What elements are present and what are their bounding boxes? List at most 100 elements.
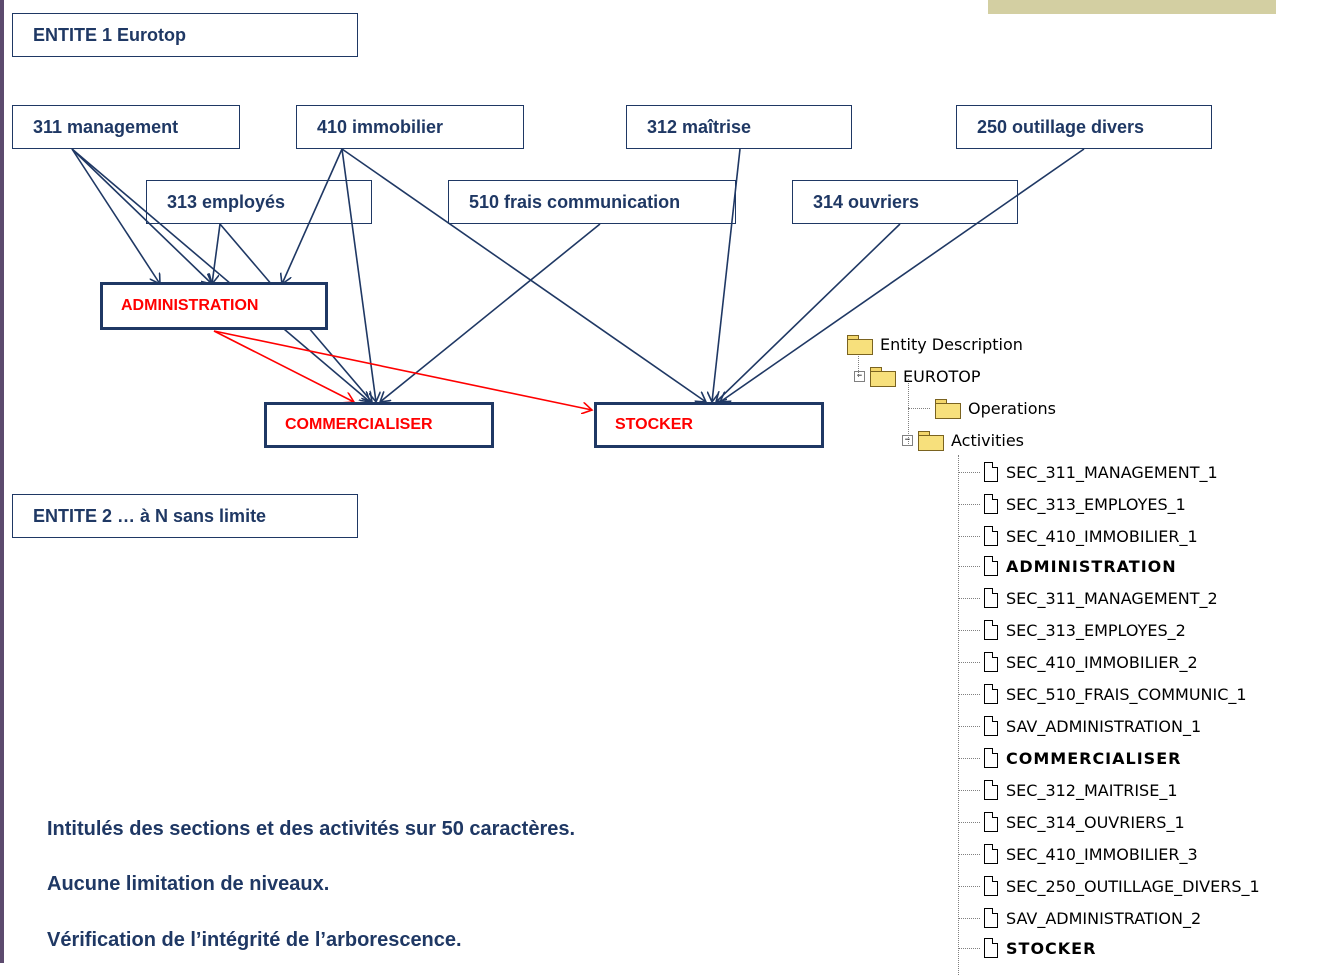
tree-item-label: SEC_313_EMPLOYES_2 [1006, 620, 1186, 640]
tree-item[interactable]: SEC_410_IMMOBILIER_2 [958, 647, 1198, 677]
tree-item-label: SAV_ADMINISTRATION_1 [1006, 716, 1202, 736]
tree-item[interactable]: SEC_314_OUVRIERS_1 [958, 807, 1185, 837]
tree-item[interactable]: SAV_ADMINISTRATION_1 [958, 711, 1201, 741]
note-labels: Intitulés des sections et des activités … [47, 818, 576, 840]
tree-item-label: ADMINISTRATION [1006, 556, 1177, 576]
section-313-box: 313 employés [146, 180, 372, 224]
tree-connector [958, 565, 980, 567]
collapse-icon[interactable]: − [854, 370, 865, 382]
tree-node-label: Entity Description [880, 334, 1023, 354]
document-icon [984, 462, 998, 482]
tree-item-label: SEC_410_IMMOBILIER_2 [1006, 652, 1198, 672]
section-314-box: 314 ouvriers [792, 180, 1018, 224]
tree-connector [958, 661, 980, 663]
document-icon [984, 556, 998, 576]
corner-decoration [988, 0, 1276, 14]
tree-item[interactable]: SAV_ADMINISTRATION_2 [958, 903, 1201, 933]
tree-connector [958, 757, 980, 759]
tree-item[interactable]: SEC_313_EMPLOYES_2 [958, 615, 1186, 645]
document-icon [984, 812, 998, 832]
tree-item[interactable]: SEC_312_MAITRISE_1 [958, 775, 1178, 805]
tree-item-label: SEC_510_FRAIS_COMMUNIC_1 [1006, 684, 1247, 704]
arrow-313-admin [212, 223, 221, 284]
tree-connector [908, 407, 930, 409]
section-312-box: 312 maîtrise [626, 105, 852, 149]
document-icon [984, 938, 998, 958]
tree-connector [958, 789, 980, 791]
document-icon [984, 526, 998, 546]
activity-commercialiser-box: COMMERCIALISER [264, 402, 494, 448]
tree-item[interactable]: ADMINISTRATION [958, 551, 1177, 581]
document-icon [984, 748, 998, 768]
section-311-box: 311 management [12, 105, 240, 149]
folder-icon [917, 430, 945, 451]
tree-guide-line [908, 379, 909, 444]
arrow-510-commercialiser [380, 223, 601, 402]
tree-item-label: SAV_ADMINISTRATION_2 [1006, 908, 1202, 928]
document-icon [984, 620, 998, 640]
tree-item[interactable]: COMMERCIALISER [958, 743, 1181, 773]
entity-1-box: ENTITE 1 Eurotop [12, 13, 358, 57]
tree-connector [958, 471, 980, 473]
tree-item[interactable]: SEC_250_OUTILLAGE_DIVERS_1 [958, 871, 1260, 901]
tree-connector [958, 885, 980, 887]
left-accent-bar [0, 0, 4, 963]
tree-connector [958, 629, 980, 631]
tree-node-root[interactable]: Entity Description [846, 329, 1023, 359]
tree-item-label: SEC_312_MAITRISE_1 [1006, 780, 1178, 800]
tree-item-label: SEC_410_IMMOBILIER_1 [1006, 526, 1198, 546]
collapse-icon[interactable]: − [902, 434, 913, 446]
document-icon [984, 844, 998, 864]
tree-connector [958, 917, 980, 919]
tree-item[interactable]: SEC_311_MANAGEMENT_1 [958, 457, 1218, 487]
arrow-admin-stocker [213, 330, 592, 410]
tree-item[interactable]: SEC_510_FRAIS_COMMUNIC_1 [958, 679, 1247, 709]
folder-icon [846, 334, 874, 355]
tree-item[interactable]: SEC_311_MANAGEMENT_2 [958, 583, 1218, 613]
tree-item-label: SEC_410_IMMOBILIER_3 [1006, 844, 1198, 864]
entity-tree-view: Entity Description − EUROTOP Operations … [846, 327, 1344, 975]
tree-item[interactable]: STOCKER [958, 933, 1096, 963]
document-icon [984, 908, 998, 928]
tree-item[interactable]: SEC_410_IMMOBILIER_3 [958, 839, 1198, 869]
tree-node-label: Operations [968, 398, 1056, 418]
tree-guide-line [858, 347, 859, 377]
tree-item-label: SEC_313_EMPLOYES_1 [1006, 494, 1186, 514]
tree-connector [958, 535, 980, 537]
tree-node-activities[interactable]: − Activities [902, 425, 1024, 455]
arrow-admin-commercialiser [213, 330, 354, 402]
tree-connector [958, 821, 980, 823]
section-410-box: 410 immobilier [296, 105, 524, 149]
document-icon [984, 494, 998, 514]
document-icon [984, 684, 998, 704]
tree-connector [958, 503, 980, 505]
tree-connector [958, 597, 980, 599]
section-510-box: 510 frais communication [448, 180, 736, 224]
tree-item-label: STOCKER [1006, 938, 1097, 958]
tree-item-label: SEC_314_OUVRIERS_1 [1006, 812, 1185, 832]
tree-item-label: SEC_250_OUTILLAGE_DIVERS_1 [1006, 876, 1260, 896]
tree-item[interactable]: SEC_410_IMMOBILIER_1 [958, 521, 1198, 551]
tree-item[interactable]: SEC_313_EMPLOYES_1 [958, 489, 1186, 519]
tree-node-label: Activities [951, 430, 1024, 450]
tree-connector [958, 947, 980, 949]
tree-node-entity[interactable]: − EUROTOP [854, 361, 981, 391]
tree-guide-line [958, 455, 959, 975]
activity-stocker-box: STOCKER [594, 402, 824, 448]
tree-connector [958, 693, 980, 695]
tree-node-operations[interactable]: Operations [908, 393, 1056, 423]
section-250-box: 250 outillage divers [956, 105, 1212, 149]
document-icon [984, 876, 998, 896]
note-integrity: Vérification de l’intégrité de l’arbores… [47, 929, 462, 951]
tree-connector [958, 853, 980, 855]
document-icon [984, 716, 998, 736]
tree-item-label: SEC_311_MANAGEMENT_1 [1006, 462, 1218, 482]
document-icon [984, 652, 998, 672]
activity-administration-box: ADMINISTRATION [100, 282, 328, 330]
tree-node-label: EUROTOP [903, 366, 981, 386]
document-icon [984, 588, 998, 608]
document-icon [984, 780, 998, 800]
tree-connector [958, 725, 980, 727]
entity-2-box: ENTITE 2 … à N sans limite [12, 494, 358, 538]
note-levels: Aucune limitation de niveaux. [47, 873, 330, 895]
